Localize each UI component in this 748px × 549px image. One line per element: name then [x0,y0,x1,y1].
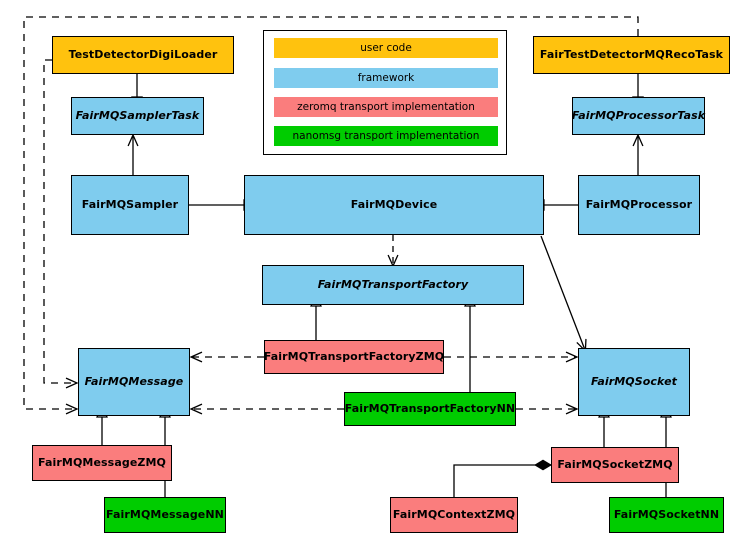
class-node-fairmqtransportfactory[interactable]: FairMQTransportFactory [262,265,524,305]
class-node-fairmqtransportfactorynn[interactable]: FairMQTransportFactoryNN [344,392,516,426]
class-node-testdetectordigiloader[interactable]: TestDetectorDigiLoader [52,36,234,74]
class-node-fairmqsampler[interactable]: FairMQSampler [71,175,189,235]
legend-panel: user code framework zeromq transport imp… [263,30,507,155]
class-node-fairmqdevice[interactable]: FairMQDevice [244,175,544,235]
class-node-fairmqtransportfactoryzmq[interactable]: FairMQTransportFactoryZMQ [264,340,444,374]
class-node-fairmqprocessortask[interactable]: FairMQProcessorTask [572,97,705,135]
class-node-fairmqprocessor[interactable]: FairMQProcessor [578,175,700,235]
legend-item-framework: framework [274,68,498,88]
edge-device-socket [540,235,585,350]
class-node-fairtestdetectormqrecotask[interactable]: FairTestDetectorMQRecoTask [533,36,730,74]
class-node-fairmqmessagenn[interactable]: FairMQMessageNN [104,497,226,533]
class-node-fairmqsocketnn[interactable]: FairMQSocketNN [609,497,724,533]
legend-item-nanomsg: nanomsg transport implementation [274,126,498,146]
class-node-fairmqsocketzmq[interactable]: FairMQSocketZMQ [551,447,679,483]
class-node-fairmqsamplertask[interactable]: FairMQSamplerTask [71,97,204,135]
legend-item-zeromq: zeromq transport implementation [274,97,498,117]
class-node-fairmqmessage[interactable]: FairMQMessage [78,348,190,416]
class-node-fairmqsocket[interactable]: FairMQSocket [578,348,690,416]
class-node-fairmqmessagezmq[interactable]: FairMQMessageZMQ [32,445,172,481]
class-node-fairmqcontextzmq[interactable]: FairMQContextZMQ [390,497,518,533]
legend-item-user-code: user code [274,38,498,58]
edge-contextzmq-socketzmq [453,459,552,497]
